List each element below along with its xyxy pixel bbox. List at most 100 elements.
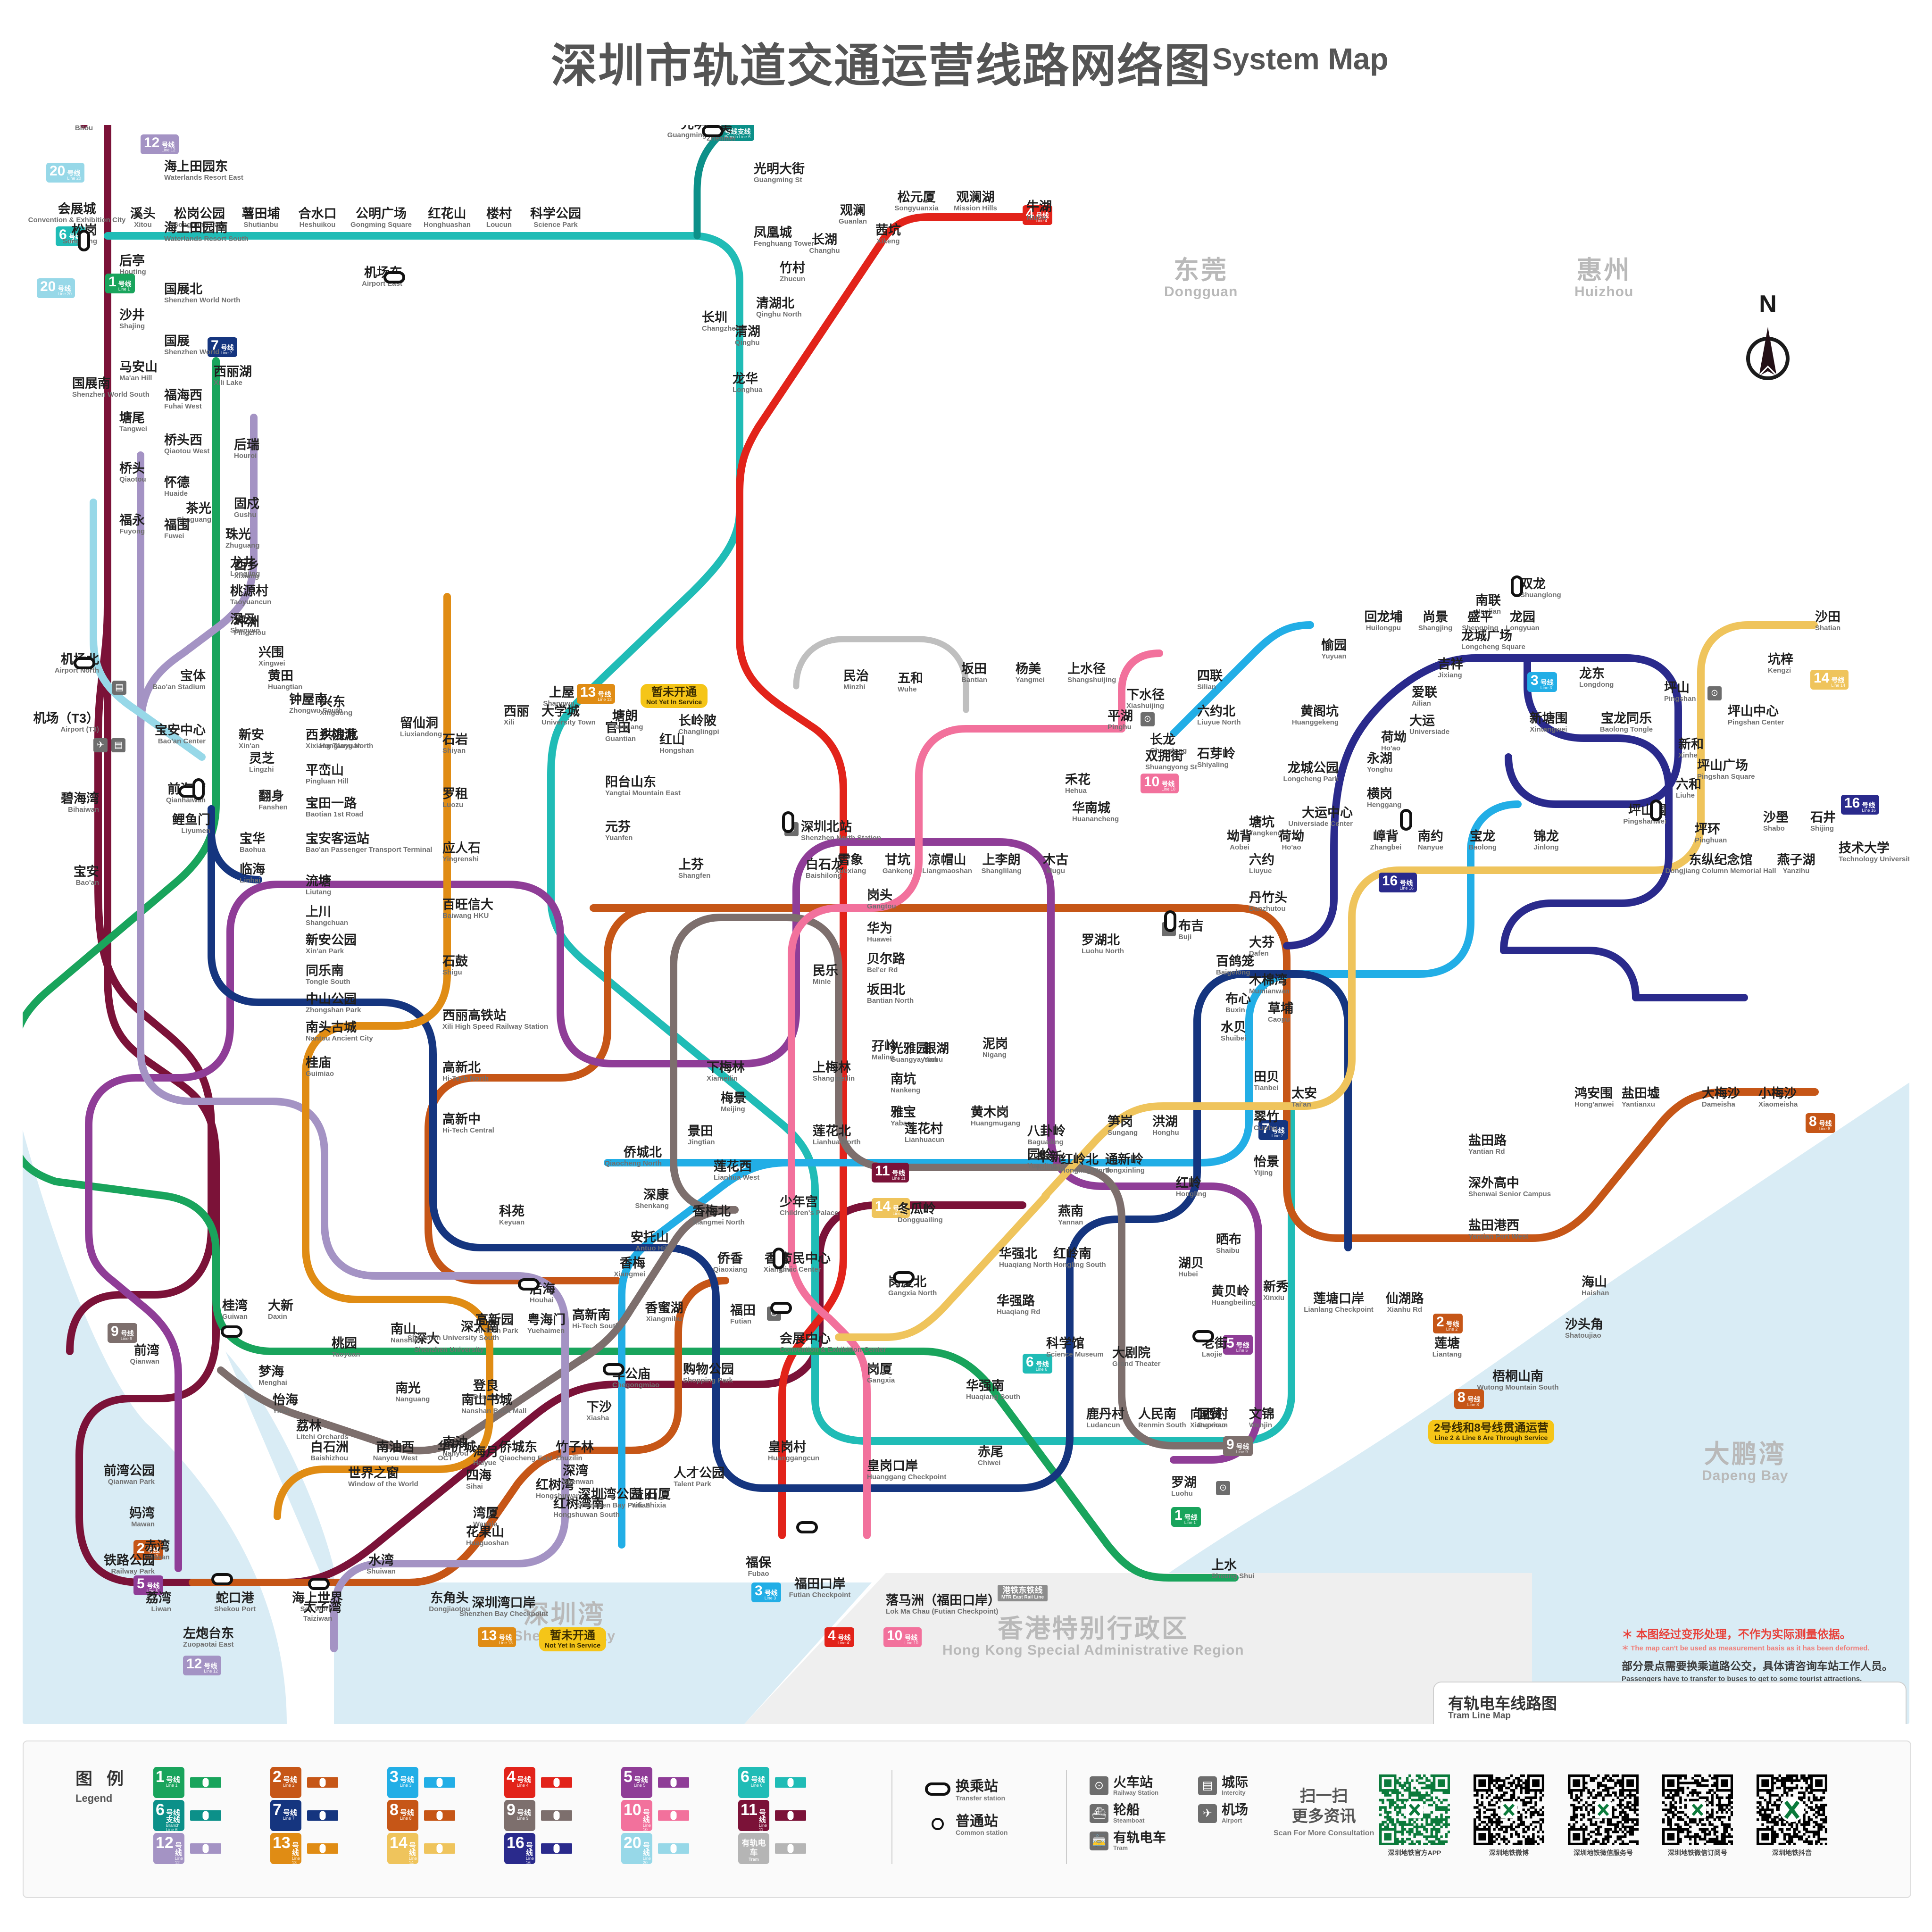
interchange-shenzhen-north[interactable] (782, 811, 794, 833)
interchange-sea-world[interactable] (308, 1578, 330, 1590)
map-canvas[interactable]: 东莞 Dongguan 惠州 Huizhou 大鹏湾 Dapeng Bay 深圳… (23, 125, 1909, 1724)
interchange-buji[interactable] (1164, 910, 1176, 932)
station-guangming[interactable]: 光明Guangming (667, 125, 707, 139)
interchange-houhai[interactable] (518, 1278, 540, 1291)
interchange-guangming[interactable] (702, 125, 724, 137)
qr-code-item[interactable]: 深圳地铁微信订阅号 (1656, 1774, 1740, 1857)
station-bitou[interactable]: 碧头Bitou (75, 125, 93, 132)
interchange-qianwan[interactable] (221, 1325, 242, 1338)
interchange-civic-center[interactable] (773, 1248, 785, 1269)
